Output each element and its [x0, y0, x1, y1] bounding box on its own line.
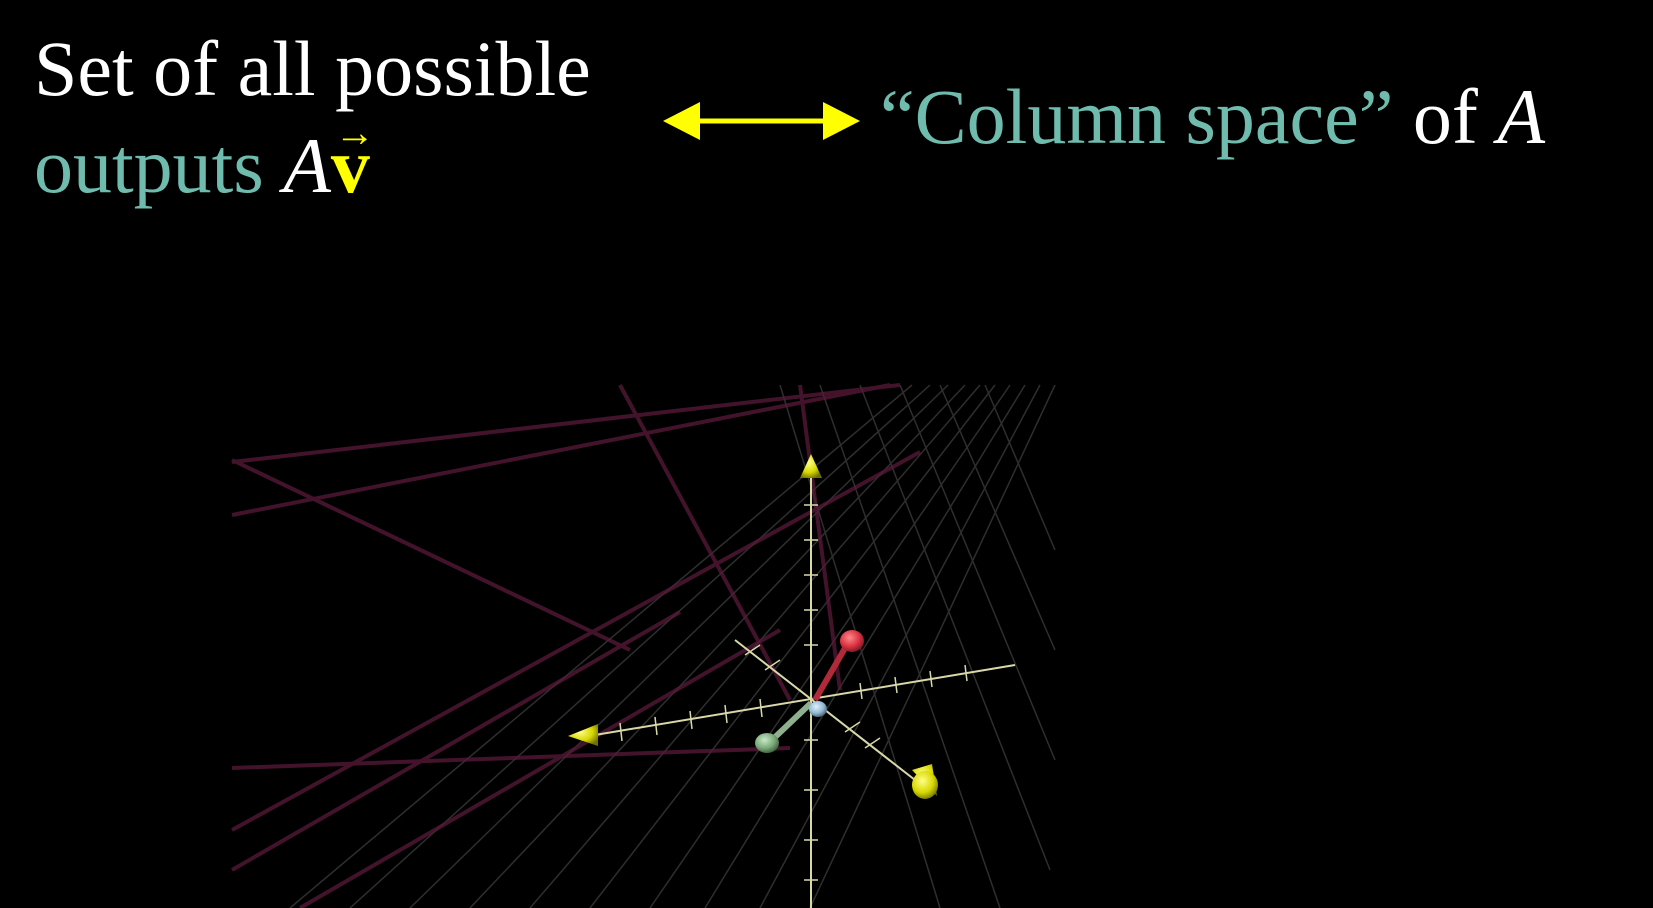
- heading-line-1: Set of all possible: [34, 25, 591, 112]
- outputs-word: outputs: [34, 122, 264, 209]
- cone-arrow-icon: [568, 724, 598, 746]
- of-word: of: [1412, 73, 1478, 160]
- cone-arrow-icon: [800, 454, 822, 478]
- axis-cones: [568, 454, 938, 799]
- red-vector-tip: [840, 630, 864, 652]
- matrix-symbol: A: [283, 122, 331, 209]
- plane-lines: [231, 383, 921, 908]
- green-vector-tip: [755, 733, 779, 753]
- x-axis: [594, 664, 1016, 736]
- axis-ticks: [619, 504, 968, 881]
- red-vector: [812, 641, 851, 702]
- column-space-label: “Column space” of A: [880, 78, 1545, 156]
- heading-line-2: outputs A→v: [34, 113, 375, 205]
- column-space-phrase: “Column space”: [880, 73, 1394, 160]
- matrix-symbol-right: A: [1497, 73, 1545, 160]
- grid-lines: [289, 384, 1056, 908]
- green-vector: [769, 700, 814, 743]
- basis-vectors: [755, 630, 864, 753]
- vector-symbol: →v: [331, 113, 375, 205]
- vector-letter: v: [330, 122, 370, 209]
- vector-arrow-icon: →: [334, 110, 375, 155]
- blue-vector-tip: [809, 701, 827, 717]
- double-headed-arrow-icon: [663, 102, 860, 140]
